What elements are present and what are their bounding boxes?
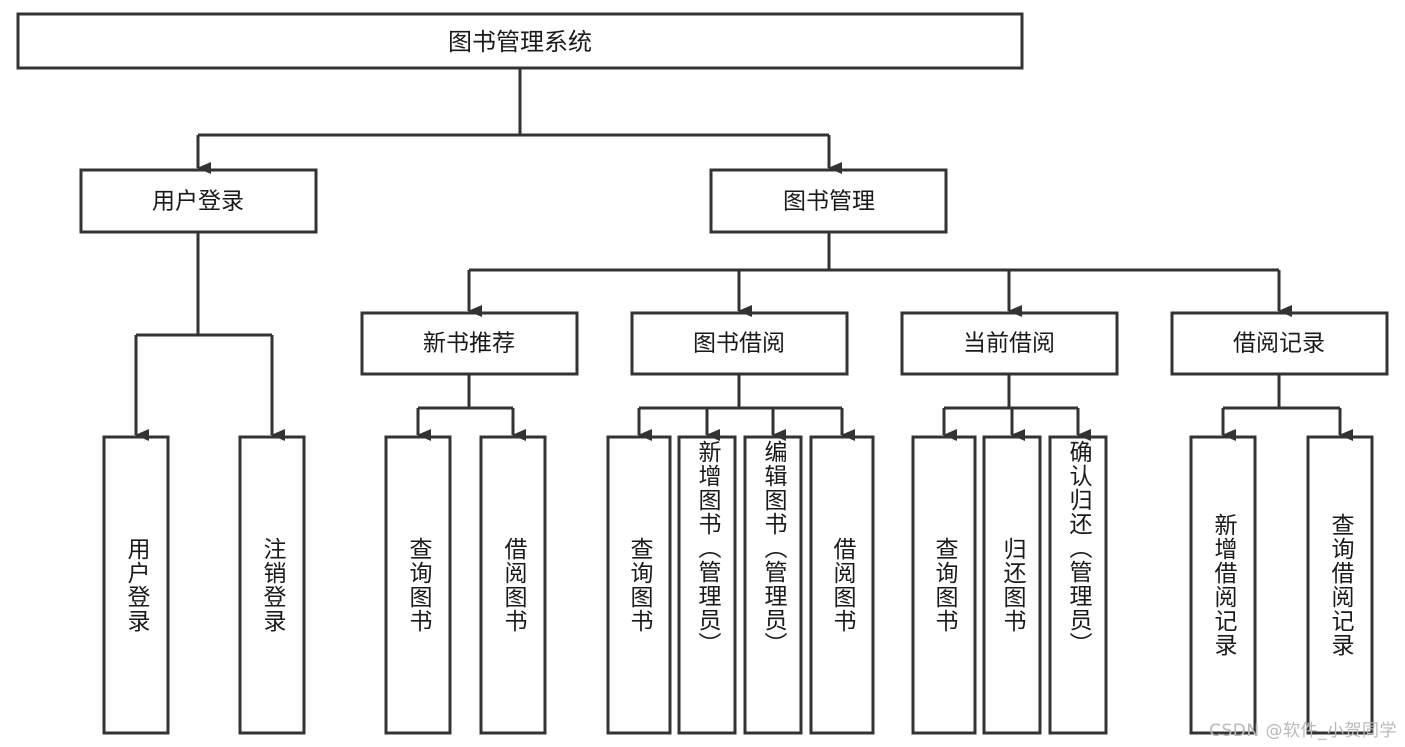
watermark: CSDN @软件_小贺同学 bbox=[1209, 721, 1397, 741]
node-labels-horizontal: 图书管理系统 用户登录 图书管理 新书推荐 图书借阅 当前借阅 借阅记录 bbox=[152, 28, 1325, 357]
label-new-book-recommend: 新书推荐 bbox=[423, 331, 515, 357]
node-box-leaf-confirm-return-admin[interactable] bbox=[1048, 435, 1108, 735]
label-root: 图书管理系统 bbox=[448, 28, 592, 56]
label-user-login: 用户登录 bbox=[152, 189, 244, 215]
node-box-new-book-recommend[interactable] bbox=[360, 311, 579, 376]
label-borrow-record: 借阅记录 bbox=[1233, 331, 1325, 357]
node-box-leaf-user-login[interactable] bbox=[102, 435, 170, 735]
node-box-leaf-query-borrow-record[interactable] bbox=[1306, 435, 1374, 735]
node-box-leaf-add-borrow-record[interactable] bbox=[1189, 435, 1257, 735]
node-box-leaf-logout[interactable] bbox=[238, 435, 306, 735]
label-current-borrow: 当前借阅 bbox=[963, 331, 1055, 357]
node-box-leaf-query-book-borrow[interactable] bbox=[606, 435, 672, 735]
node-box-leaf-borrow-book-rec[interactable] bbox=[479, 435, 547, 735]
node-box-root[interactable] bbox=[16, 12, 1024, 70]
node-box-leaf-borrow-book[interactable] bbox=[809, 435, 875, 735]
label-book-management: 图书管理 bbox=[783, 189, 875, 215]
node-box-leaf-query-book-rec[interactable] bbox=[384, 435, 452, 735]
node-box-leaf-add-book-admin[interactable] bbox=[677, 435, 737, 735]
node-box-leaf-query-book-current[interactable] bbox=[911, 435, 977, 735]
node-boxes bbox=[16, 12, 1389, 735]
node-box-current-borrow[interactable] bbox=[900, 311, 1119, 376]
label-book-borrow: 图书借阅 bbox=[693, 331, 785, 357]
connectors bbox=[134, 68, 1353, 441]
node-box-leaf-return-book[interactable] bbox=[982, 435, 1042, 735]
node-box-user-login[interactable] bbox=[79, 168, 318, 234]
node-box-leaf-edit-book-admin[interactable] bbox=[743, 435, 803, 735]
